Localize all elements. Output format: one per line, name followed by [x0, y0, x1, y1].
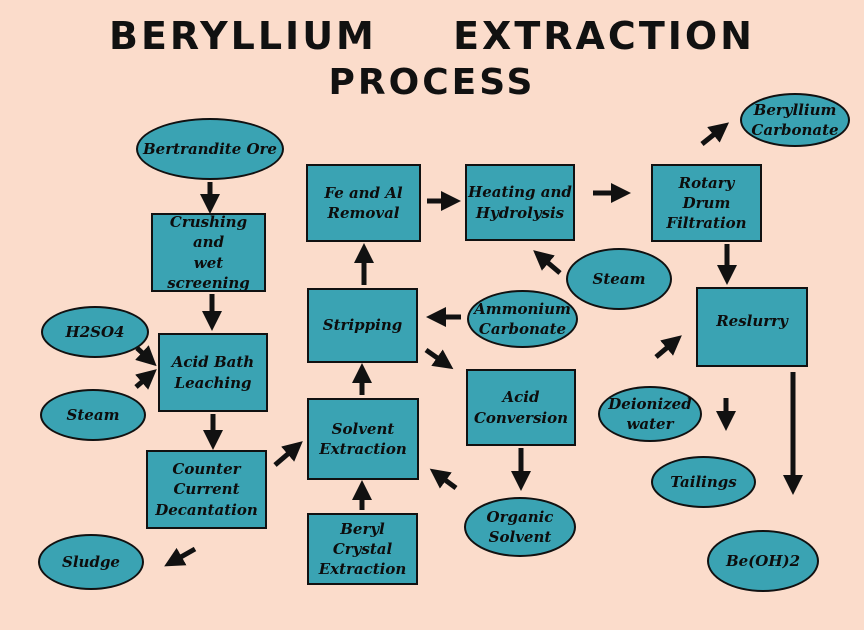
arrow-steam-to-heating — [533, 250, 562, 275]
arrow-counter-to-sludge — [164, 546, 197, 567]
node-acid-conversion: Acid Conversion — [466, 369, 576, 446]
node-tailings: Tailings — [651, 456, 756, 508]
arrow-deionized-to-reslurry — [654, 335, 682, 359]
diagram-title: Beryllium Extraction — [109, 14, 755, 58]
node-bertrandite-ore: Bertrandite Ore — [136, 118, 284, 180]
node-deionized-water: Deionized water — [598, 386, 702, 442]
node-beryl-crystal: Beryl Crystal Extraction — [307, 513, 418, 585]
node-solvent-extraction: Solvent Extraction — [307, 398, 419, 480]
node-stripping: Stripping — [307, 288, 418, 363]
node-ammonium-carbonate: Ammonium Carbonate — [467, 290, 578, 348]
node-steam-left: Steam — [40, 389, 146, 441]
node-reslurry: Reslurry — [696, 287, 808, 367]
node-h2so4: H2SO4 — [41, 306, 149, 358]
node-heating-hydrolysis: Heating and Hydrolysis — [465, 164, 575, 241]
node-fe-al-removal: Fe and Al Removal — [306, 164, 421, 242]
node-be-oh2: Be(OH)2 — [707, 530, 819, 592]
node-steam-mid: Steam — [566, 248, 672, 310]
arrow-steam-to-acidbath — [134, 369, 157, 390]
node-beryllium-carbonate: Beryllium Carbonate — [740, 93, 850, 147]
node-crushing: Crushing and wet screening — [151, 213, 266, 292]
node-rotary-drum: Rotary Drum Filtration — [651, 164, 762, 242]
arrow-organic-to-solvent — [429, 468, 458, 491]
node-organic-solvent: Organic Solvent — [464, 497, 576, 557]
diagram-subtitle: Process — [328, 62, 536, 103]
arrow-h2so4-to-acidbath — [135, 345, 157, 367]
node-counter-current: Counter Current Decantation — [146, 450, 267, 529]
arrow-counter-to-solvent — [273, 441, 303, 467]
arrow-rotary-to-carbonate — [700, 122, 730, 146]
node-acid-bath: Acid Bath Leaching — [158, 333, 268, 412]
node-sludge: Sludge — [38, 534, 144, 590]
arrow-stripping-to-acidconv — [424, 347, 454, 370]
